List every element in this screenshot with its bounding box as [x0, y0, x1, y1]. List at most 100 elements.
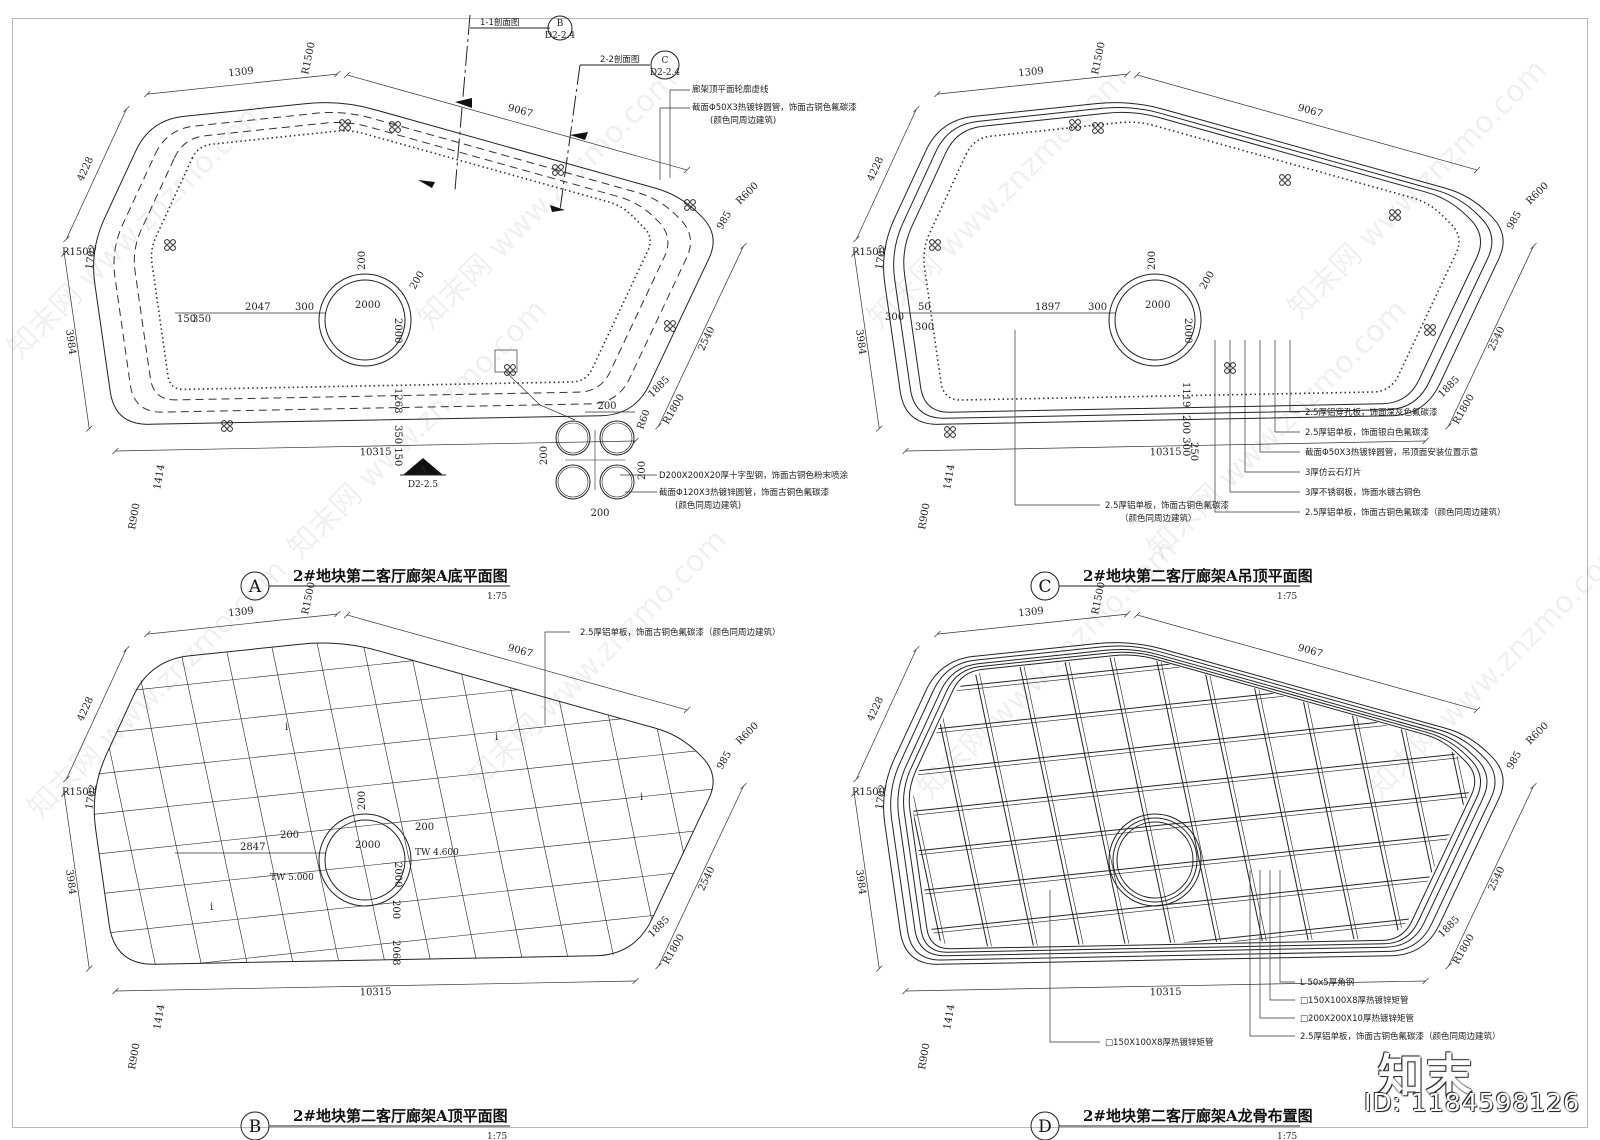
slope-mark: i — [285, 722, 288, 733]
dimension-text: 1702 — [874, 784, 889, 811]
column-pipe — [504, 364, 510, 370]
panel-letter: A — [248, 577, 262, 597]
note-text: □150X100X8厚热镀锌矩管 — [1105, 1037, 1214, 1048]
column-pipe — [389, 121, 395, 127]
grid-line-v — [1329, 657, 1420, 947]
dimension-text: 4228 — [866, 155, 887, 183]
radius-label: R1800 — [661, 932, 687, 966]
dimension-text: 3984 — [853, 329, 867, 356]
dimension-line — [658, 785, 744, 967]
section-line-2 — [559, 64, 581, 211]
leader — [1279, 870, 1295, 983]
column-pipe — [1430, 324, 1436, 330]
note-text: 2.5厚铝穿孔板，饰面深灰色氟碳漆 — [1305, 407, 1438, 418]
radius-label: R600 — [1524, 721, 1551, 748]
dimension-text: 4228 — [76, 695, 97, 723]
central-opening-outer — [318, 273, 412, 367]
dimension-text: 985 — [1505, 209, 1524, 231]
dimension-tick — [655, 962, 662, 970]
leader — [1049, 890, 1100, 1043]
dimension-text: 1702 — [84, 784, 99, 811]
dimension-tick — [61, 250, 68, 257]
column-pipe — [1424, 324, 1430, 330]
leader — [659, 107, 690, 180]
dimension-tick — [1530, 782, 1537, 790]
ceiling-outline — [883, 102, 1504, 425]
panel-scale: 1:75 — [487, 1132, 507, 1140]
column-pipe — [1098, 128, 1104, 134]
column-pipe — [170, 245, 176, 251]
note-text: （颜色同周边建筑） — [1120, 513, 1197, 524]
dimension-tick — [61, 790, 68, 797]
radius-label: R60 — [635, 408, 652, 431]
dimension-text: 1119 — [1180, 382, 1191, 407]
watermark: 知末网 www.znzmo.com — [1361, 533, 1600, 806]
column-pipe — [690, 205, 696, 211]
column-pipe — [1092, 128, 1098, 134]
dimension-tick — [683, 706, 691, 714]
note-text: 截面Φ120X3热镀锌圆管，饰面古铜色氟碳漆 — [659, 487, 830, 498]
dimension-text: 250 — [1188, 442, 1199, 461]
column-pipe — [221, 426, 227, 432]
note-text: 3厚仿云石灯片 — [1305, 467, 1361, 478]
leader — [1249, 870, 1295, 1037]
column-detail: 200200200200R60D200X200X20厚十字型钢，饰面古铜色粉末喷… — [494, 349, 848, 519]
column-pipe — [1389, 209, 1395, 215]
dimension-text: 2000 — [392, 862, 403, 887]
leader — [1289, 340, 1300, 413]
dimension-text: 200 — [280, 830, 299, 841]
section-arrow — [455, 98, 472, 108]
column-cluster — [389, 121, 401, 133]
dimension-text: 1414 — [942, 1004, 957, 1031]
dimension-text: 985 — [1505, 749, 1524, 771]
dimension-text: 2000 — [355, 300, 380, 311]
level-text: TW 5.000 — [270, 873, 314, 883]
dimension-text: 1414 — [942, 464, 957, 491]
radius-label: R1800 — [661, 392, 687, 426]
leader — [1214, 340, 1300, 513]
dimension-tick — [334, 610, 341, 618]
dimension-tick — [1473, 166, 1481, 174]
grid-line-v2 — [913, 657, 918, 947]
column-pipe — [1075, 119, 1081, 125]
brand-logo: 知末 — [1378, 1049, 1474, 1103]
dimension-tick — [1422, 437, 1429, 445]
dimension-text: 1897 — [1035, 302, 1060, 313]
dimension-text: 985 — [715, 209, 734, 231]
dimension-text: 1702 — [84, 244, 99, 271]
column-cluster — [221, 420, 233, 432]
grid-line-v — [677, 642, 714, 965]
central-opening-outer — [318, 813, 412, 907]
grid-line-v2 — [913, 657, 964, 947]
column-pipe — [395, 121, 401, 127]
column-cluster — [1092, 122, 1104, 134]
grid-line-h — [93, 739, 714, 821]
leader — [1244, 340, 1300, 473]
dimension-text: 200 — [357, 791, 368, 810]
note-text: 廊架顶平面轮廓虚线 — [692, 84, 769, 95]
column-pipe — [510, 364, 516, 370]
dimension-text: 1885 — [646, 914, 672, 940]
grid-line-v2 — [1287, 657, 1378, 947]
column-cluster — [504, 364, 516, 376]
frame-outline — [883, 642, 1504, 965]
grid-line-v — [1191, 657, 1282, 947]
grid-line-h — [93, 779, 714, 861]
note-text: (颜色同周边建筑) — [675, 500, 741, 511]
frame-ring — [903, 651, 1482, 953]
column-pipe — [1069, 125, 1075, 131]
central-opening-inner — [1114, 279, 1196, 361]
panel-scale: 1:75 — [1277, 1132, 1297, 1140]
frame-ring — [890, 645, 1496, 961]
dimension-line — [346, 614, 688, 711]
grid-line-v2 — [1379, 657, 1470, 947]
grid-line-h — [93, 859, 714, 941]
dimension-text: 1309 — [228, 606, 254, 620]
panel-grid — [93, 642, 714, 965]
dimension-tick — [123, 645, 130, 653]
grid-line-v — [1237, 657, 1328, 947]
note-text: L 50x5厚角钢 — [1300, 977, 1354, 988]
